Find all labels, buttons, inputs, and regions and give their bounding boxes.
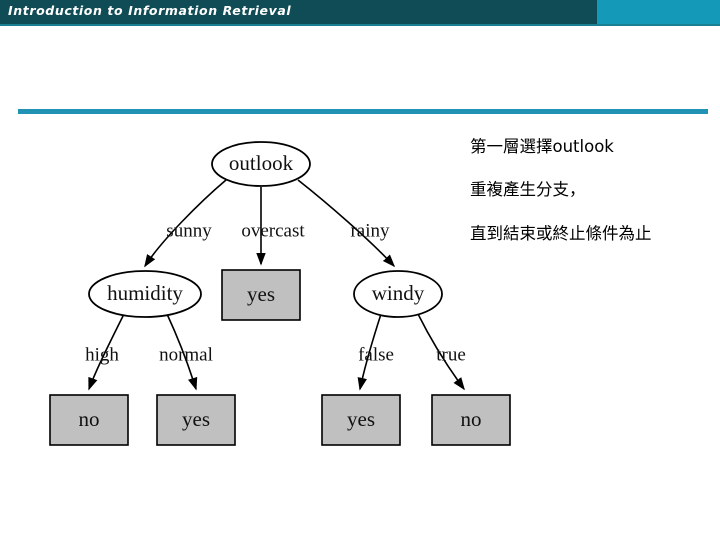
tree-node-windy: windy bbox=[353, 270, 443, 318]
outlook-ellipse bbox=[211, 141, 311, 187]
leaf-yes-2-label: yes bbox=[347, 407, 375, 431]
tree-node-leaf-no-1: no bbox=[49, 394, 129, 446]
outlook-label: outlook bbox=[229, 151, 294, 175]
leaf-no-1-box bbox=[49, 394, 129, 446]
decision-tree-figure: sunny overcast rainy high normal false t… bbox=[30, 130, 530, 460]
yes-mid-box bbox=[221, 269, 301, 321]
decision-tree-svg: sunny overcast rainy high normal false t… bbox=[49, 141, 511, 446]
tree-node-humidity: humidity bbox=[88, 270, 202, 318]
tree-nodes: outlook humidity yes windy no bbox=[49, 141, 511, 446]
tree-node-leaf-no-2: no bbox=[431, 394, 511, 446]
tree-node-outlook: outlook bbox=[211, 141, 311, 187]
annotation-block: 第一層選擇outlook 重複產生分支， 直到結束或終止條件為止 bbox=[470, 138, 710, 242]
edge-windy-true bbox=[417, 313, 465, 391]
leaf-yes-1-box bbox=[156, 394, 236, 446]
leaf-no-2-box bbox=[431, 394, 511, 446]
leaf-yes-2-box bbox=[321, 394, 401, 446]
humidity-label: humidity bbox=[107, 281, 183, 305]
edge-label-normal: normal bbox=[159, 344, 213, 365]
page-title: Introduction to Information Retrieval bbox=[8, 3, 292, 18]
edge-label-overcast: overcast bbox=[241, 220, 305, 241]
edge-outlook-sunny bbox=[144, 179, 227, 268]
header-bar: Introduction to Information Retrieval bbox=[0, 0, 720, 24]
edge-outlook-rainy bbox=[297, 179, 396, 268]
tree-node-leaf-yes-2: yes bbox=[321, 394, 401, 446]
windy-ellipse bbox=[353, 270, 443, 318]
humidity-ellipse bbox=[88, 270, 202, 318]
edge-windy-false bbox=[357, 313, 382, 391]
tree-node-leaf-yes-1: yes bbox=[156, 394, 236, 446]
annotation-line-1: 第一層選擇outlook bbox=[470, 137, 614, 156]
header-underline bbox=[0, 24, 720, 26]
yes-mid-label: yes bbox=[247, 282, 275, 306]
tree-node-yes-mid: yes bbox=[221, 269, 301, 321]
leaf-no-2-label: no bbox=[461, 407, 482, 431]
edge-label-false: false bbox=[358, 344, 394, 365]
header-left-band bbox=[0, 0, 597, 24]
edge-label-rainy: rainy bbox=[350, 220, 390, 241]
leaf-no-1-label: no bbox=[79, 407, 100, 431]
edge-label-high: high bbox=[85, 344, 119, 365]
edge-humidity-high bbox=[88, 313, 125, 391]
edge-humidity-normal bbox=[166, 313, 198, 391]
header-right-band bbox=[597, 0, 720, 24]
annotation-line-2: 重複產生分支， bbox=[470, 180, 586, 200]
leaf-yes-1-label: yes bbox=[182, 407, 210, 431]
edge-label-true: true bbox=[436, 344, 466, 365]
divider-rule bbox=[18, 109, 708, 114]
tree-edges bbox=[88, 179, 465, 391]
edge-label-sunny: sunny bbox=[166, 220, 212, 241]
tree-edge-labels: sunny overcast rainy high normal false t… bbox=[85, 220, 466, 365]
annotation-line-3: 直到結束或終止條件為止 bbox=[470, 223, 652, 243]
windy-label: windy bbox=[372, 281, 425, 305]
